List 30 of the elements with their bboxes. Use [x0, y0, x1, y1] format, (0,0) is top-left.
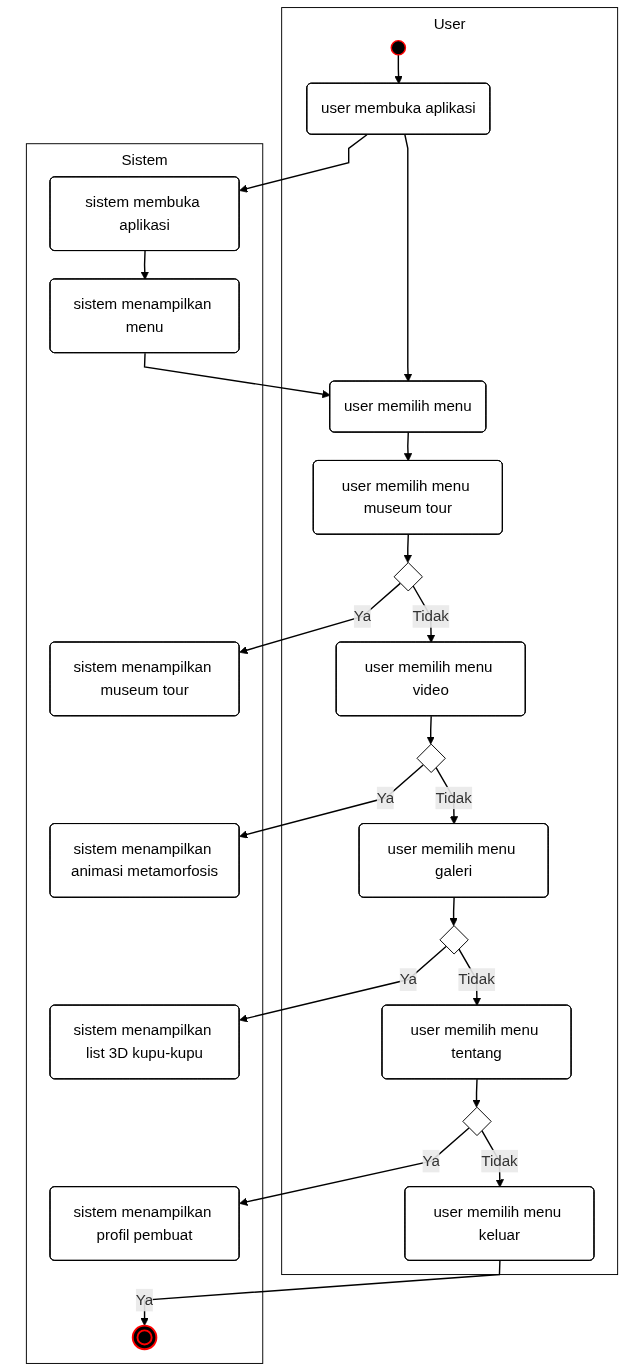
- edge-label: Tidak: [412, 607, 449, 625]
- edge-label: Ya: [353, 607, 372, 625]
- edge-label: Tidak: [458, 971, 495, 988]
- arrow: [472, 1078, 481, 1108]
- node-diamond: [462, 1106, 492, 1137]
- arrow: [403, 134, 413, 382]
- arrow: [239, 945, 447, 1023]
- arrow: [239, 1127, 470, 1206]
- edge-label: Ya: [422, 1152, 440, 1169]
- arrow: [449, 897, 458, 927]
- node-circle: [390, 39, 407, 56]
- edge-label: Ya: [135, 1291, 154, 1308]
- edge-label: Tidak: [481, 1152, 518, 1169]
- edge-label: Ya: [399, 971, 418, 988]
- arrow: [239, 582, 401, 655]
- arrow: [239, 764, 424, 839]
- node-circle: [131, 1324, 158, 1351]
- arrow: [403, 431, 413, 462]
- arrow: [140, 250, 149, 280]
- arrow: [403, 534, 412, 563]
- arrow: [239, 134, 368, 193]
- arrow: [426, 715, 435, 745]
- edge-label: Ya: [376, 789, 395, 806]
- node-diamond: [439, 925, 469, 955]
- arrow: [143, 352, 331, 399]
- node-diamond: [416, 743, 446, 773]
- edge-label: Tidak: [435, 789, 472, 806]
- arrow: [140, 1260, 501, 1326]
- arrow: [394, 54, 403, 85]
- node-diamond: [393, 562, 423, 592]
